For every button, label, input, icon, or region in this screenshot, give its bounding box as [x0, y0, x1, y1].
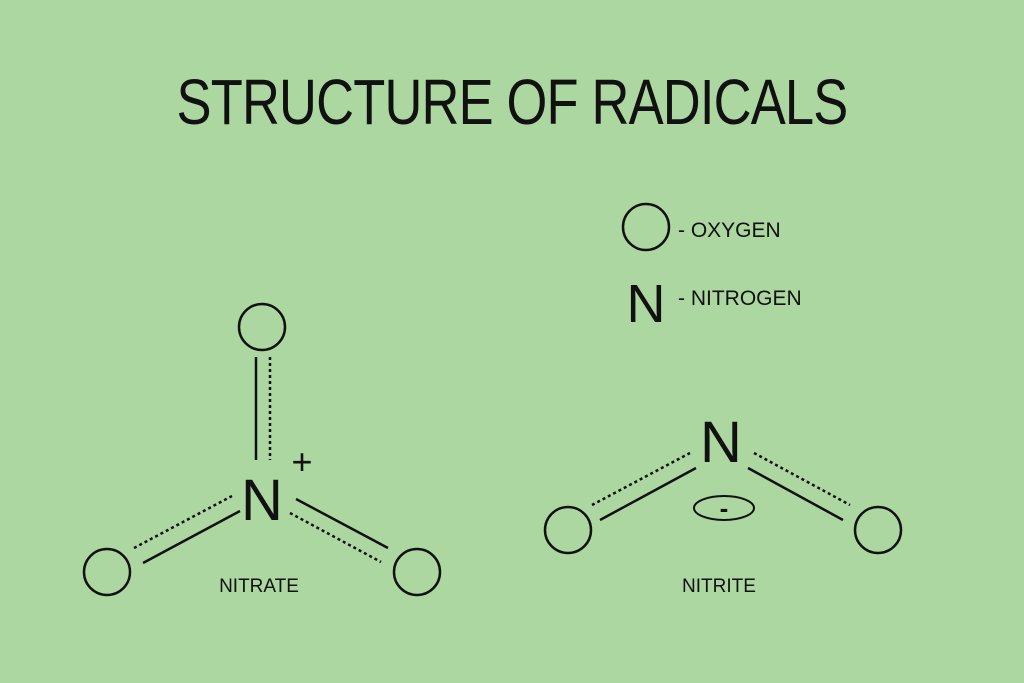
nitrate-bond-left-solid [142, 509, 241, 565]
nitrite-oxygen-left [543, 505, 593, 555]
nitrite-oxygen-right [853, 505, 903, 555]
nitrate-nitrogen-atom: N [241, 468, 283, 533]
nitrate-oxygen-top [237, 302, 287, 352]
nitrate-bond-right-dotted [289, 511, 382, 564]
legend-nitrogen-symbol: N [627, 274, 666, 334]
nitrate-bond-left-dotted [133, 494, 233, 550]
nitrate-oxygen-left [82, 547, 132, 597]
nitrite-bond-left-dotted [591, 451, 691, 507]
legend-nitrogen-label: - NITROGEN [678, 287, 802, 310]
nitrite-structure: N - NITRITE [543, 410, 903, 597]
nitrate-caption: NITRATE [219, 576, 299, 597]
nitrite-bond-right-dotted [753, 451, 851, 507]
legend: - OXYGEN N - NITROGEN [621, 202, 802, 334]
legend-oxygen-label: - OXYGEN [678, 219, 781, 242]
nitrate-structure: N + NITRATE [82, 302, 442, 597]
nitrite-bond-left-solid [599, 466, 697, 522]
legend-oxygen-circle [621, 202, 671, 252]
page-title: STRUCTURE OF RADICALS [176, 66, 849, 138]
nitrite-caption: NITRITE [682, 576, 756, 597]
nitrite-nitrogen-atom: N [700, 410, 742, 475]
nitrate-charge: + [291, 441, 312, 482]
nitrite-bond-right-solid [747, 466, 844, 522]
nitrite-charge: - [720, 493, 729, 523]
nitrite-charge-ellipse [693, 495, 755, 521]
nitrate-bond-right-solid [295, 497, 389, 550]
nitrate-oxygen-right [392, 547, 442, 597]
